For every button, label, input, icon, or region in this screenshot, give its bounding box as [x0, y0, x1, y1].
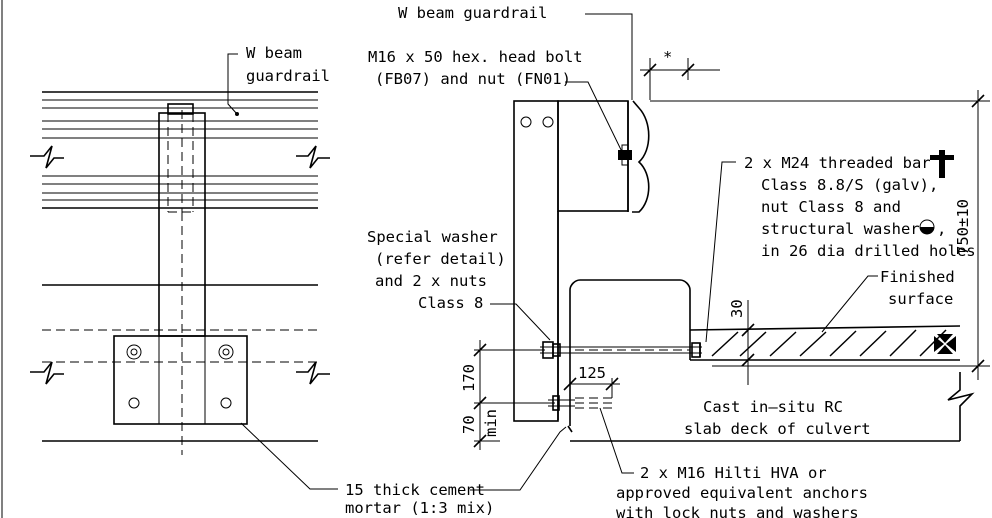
- mortar-label-2: mortar (1:3 mix): [345, 499, 494, 517]
- cast-in-situ-label-1: Cast in–situ RC: [703, 398, 843, 416]
- bar-label-3: nut Class 8 and: [761, 198, 901, 216]
- section-view: 750±10 * 30 125: [460, 48, 990, 450]
- dim-min: min: [482, 409, 500, 437]
- anchor-label-1: 2 x M16 Hilti HVA or: [640, 464, 827, 482]
- w-beam-label-left-1: W beam: [246, 44, 302, 62]
- w-beam-label-top: W beam guardrail: [398, 4, 547, 22]
- height-dimension: 750±10: [954, 199, 972, 255]
- special-washer-label-3: and 2 x nuts: [375, 272, 487, 290]
- finished-surface-label-2: surface: [888, 290, 953, 308]
- propeller-symbol-icon: [934, 334, 956, 354]
- cross-symbol-icon: [930, 150, 954, 178]
- front-elevation-view: W beam guardrail: [30, 44, 330, 455]
- dim-70: 70: [460, 415, 478, 434]
- surfacing-hatch: [711, 329, 947, 357]
- annotations: W beam guardrail M16 x 50 hex. head bolt…: [367, 4, 976, 518]
- bar-label-4-comma: ,: [937, 220, 946, 238]
- bar-label-1: 2 x M24 threaded bar: [744, 154, 931, 172]
- mortar-label-1: 15 thick cement: [345, 481, 485, 499]
- anchor-label-2: approved equivalent anchors: [616, 484, 868, 502]
- base-plate-front: [113, 335, 248, 425]
- bar-label-4: structural washer: [761, 220, 920, 238]
- finished-surface-label-1: Finished: [880, 268, 955, 286]
- post-front: [158, 103, 206, 455]
- special-washer-label-4: Class 8: [418, 294, 483, 312]
- special-washer-label-2: (refer detail): [375, 250, 506, 268]
- bar-label-2: Class 8.8/S (galv),: [761, 176, 938, 194]
- bar-label-5: in 26 dia drilled holes: [761, 242, 976, 260]
- deck-front: [30, 284, 330, 442]
- w-beam-rail-front: [30, 91, 330, 209]
- bolt-label-1: M16 x 50 hex. head bolt: [368, 48, 583, 66]
- w-beam-label-left-2: guardrail: [246, 67, 330, 85]
- dim-30: 30: [728, 299, 746, 318]
- anchor-label-3: with lock nuts and washers: [616, 504, 859, 518]
- star-dimension: *: [663, 48, 672, 66]
- special-washer-label-1: Special washer: [367, 228, 498, 246]
- dim-170: 170: [460, 364, 478, 392]
- bolt-label-2: (FB07) and nut (FN01): [375, 70, 571, 88]
- dim-125: 125: [578, 364, 606, 382]
- cast-in-situ-label-2: slab deck of culvert: [684, 420, 871, 438]
- half-filled-circle-washer-icon: [919, 219, 935, 235]
